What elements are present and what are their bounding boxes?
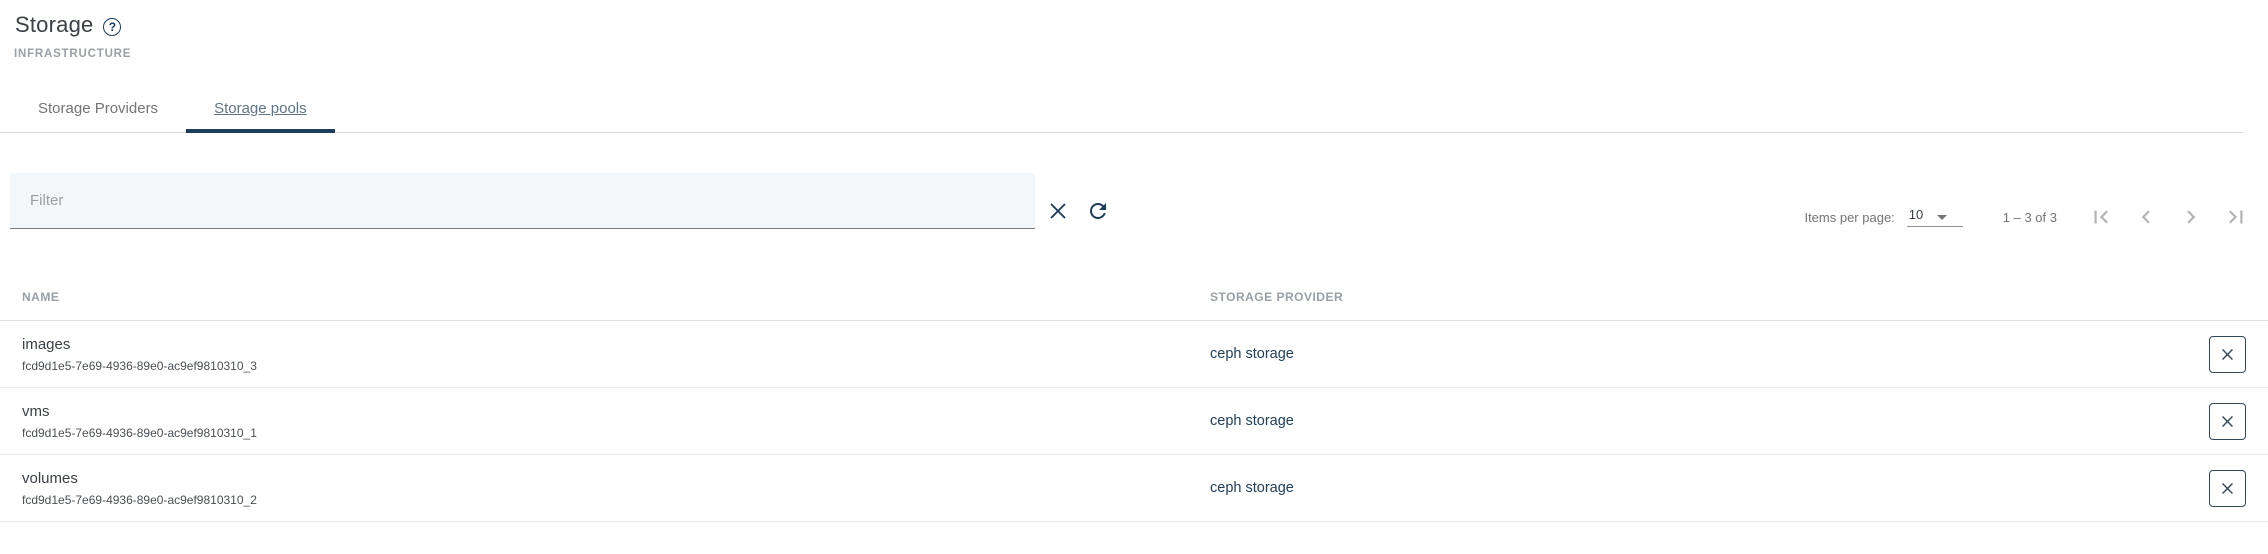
next-page-button[interactable] — [2177, 203, 2205, 231]
delete-pool-button[interactable] — [2209, 335, 2246, 373]
items-per-page-select[interactable]: 10 — [1906, 207, 1963, 227]
refresh-button[interactable] — [1085, 198, 1111, 224]
row-actions — [2182, 469, 2246, 507]
table-row: volumes fcd9d1e5-7e69-4936-89e0-ac9ef981… — [0, 455, 2268, 522]
refresh-icon — [1090, 203, 1106, 219]
items-per-page-value: 10 — [1908, 207, 1924, 222]
pool-name: vms — [22, 402, 50, 420]
row-actions — [2182, 335, 2246, 373]
clear-filter-button[interactable] — [1045, 198, 1071, 224]
pool-id: fcd9d1e5-7e69-4936-89e0-ac9ef9810310_3 — [22, 358, 257, 373]
page-header: Storage ? — [0, 0, 2268, 38]
paginator-range: 1 – 3 of 3 — [2002, 209, 2057, 225]
storage-provider-link[interactable]: ceph storage — [1210, 480, 1294, 496]
pool-name-cell: images fcd9d1e5-7e69-4936-89e0-ac9ef9810… — [22, 336, 1210, 373]
storage-provider-link[interactable]: ceph storage — [1210, 413, 1294, 429]
close-icon — [1050, 203, 1066, 219]
table-row: vms fcd9d1e5-7e69-4936-89e0-ac9ef9810310… — [0, 388, 2268, 455]
tab-label: Storage Providers — [38, 99, 159, 117]
filter-field[interactable] — [10, 173, 1035, 229]
breadcrumb-section-label: INFRASTRUCTURE — [14, 48, 132, 60]
chevron-right-icon — [2187, 210, 2196, 224]
table-row: images fcd9d1e5-7e69-4936-89e0-ac9ef9810… — [0, 321, 2268, 388]
close-icon — [2222, 415, 2233, 427]
last-page-icon — [2229, 210, 2243, 224]
last-page-button[interactable] — [2222, 203, 2250, 231]
storage-provider-link[interactable]: ceph storage — [1210, 346, 1294, 362]
help-icon[interactable]: ? — [103, 17, 122, 36]
delete-pool-button[interactable] — [2209, 402, 2246, 440]
row-actions — [2182, 402, 2246, 440]
column-header-name: NAME — [22, 289, 60, 304]
page-title: Storage — [15, 12, 94, 37]
chevron-down-icon — [1937, 215, 1948, 220]
paginator-nav — [2087, 203, 2250, 231]
tab-storage-pools[interactable]: Storage pools — [186, 84, 335, 133]
tab-storage-providers[interactable]: Storage Providers — [10, 84, 186, 132]
storage-pools-table: NAME STORAGE PROVIDER images fcd9d1e5-7e… — [0, 273, 2268, 522]
toolbar: Items per page: 10 1 – 3 of 3 — [0, 173, 2268, 229]
filter-input[interactable] — [30, 192, 1015, 209]
first-page-icon — [2094, 210, 2108, 224]
tab-bar: Storage Providers Storage pools — [0, 84, 2243, 133]
table-body: images fcd9d1e5-7e69-4936-89e0-ac9ef9810… — [0, 321, 2268, 522]
delete-pool-button[interactable] — [2209, 469, 2246, 507]
tab-label: Storage pools — [214, 99, 307, 117]
paginator: Items per page: 10 1 – 3 of 3 — [1804, 203, 2250, 231]
pool-name-cell: vms fcd9d1e5-7e69-4936-89e0-ac9ef9810310… — [22, 403, 1210, 440]
close-icon — [2222, 482, 2233, 494]
table-header-row: NAME STORAGE PROVIDER — [0, 273, 2268, 321]
pool-name: images — [22, 335, 71, 353]
pool-id: fcd9d1e5-7e69-4936-89e0-ac9ef9810310_2 — [22, 492, 257, 507]
close-icon — [2222, 348, 2233, 360]
chevron-left-icon — [2141, 210, 2150, 224]
previous-page-button[interactable] — [2132, 203, 2160, 231]
pool-name: volumes — [22, 469, 78, 487]
toolbar-icons — [1045, 198, 1111, 224]
pool-name-cell: volumes fcd9d1e5-7e69-4936-89e0-ac9ef981… — [22, 470, 1210, 507]
column-header-storage-provider: STORAGE PROVIDER — [1210, 289, 1344, 304]
first-page-button[interactable] — [2087, 203, 2115, 231]
pool-id: fcd9d1e5-7e69-4936-89e0-ac9ef9810310_1 — [22, 425, 257, 440]
items-per-page-label: Items per page: — [1804, 209, 1895, 225]
